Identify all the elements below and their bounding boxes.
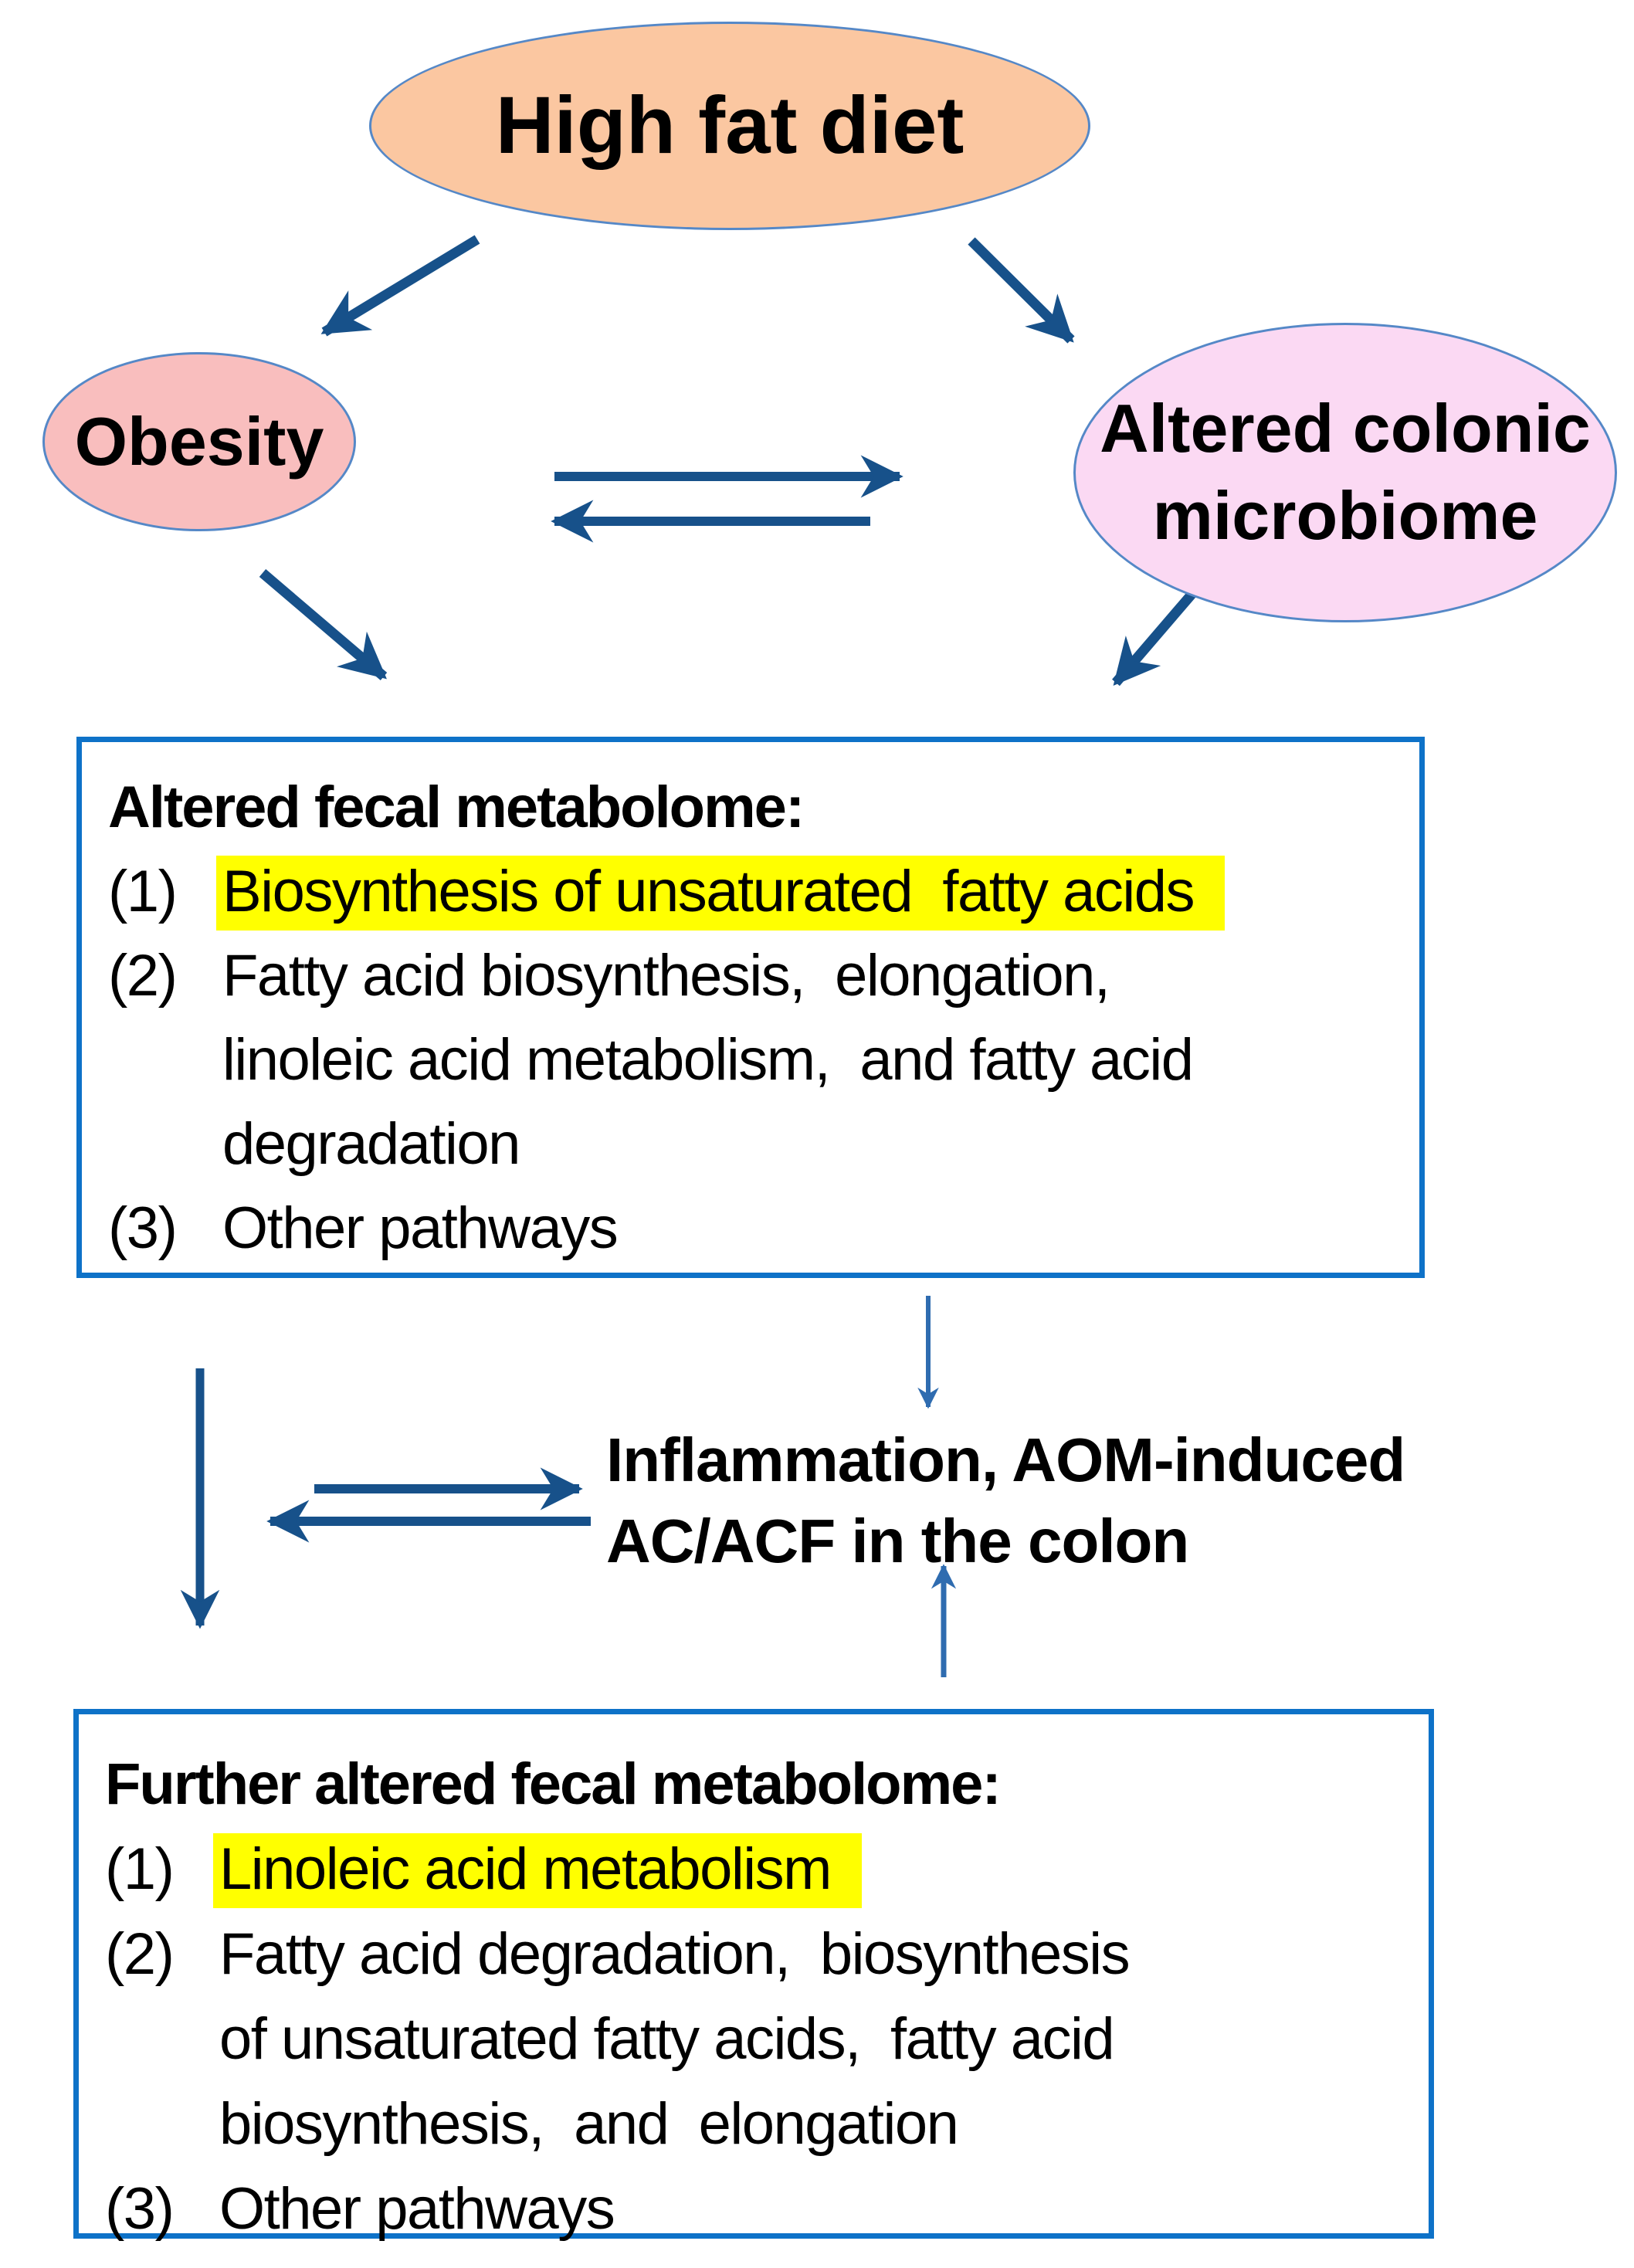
list-item-continuation: linoleic acid metabolism, and fatty acid: [108, 1018, 1405, 1102]
item-number: (2): [105, 1921, 175, 1987]
node-obesity-label: Obesity: [74, 403, 324, 480]
item-text: Fatty acid biosynthesis, elongation,: [222, 943, 1110, 1009]
node-obesity: Obesity: [42, 352, 356, 531]
item-number: (2): [108, 943, 178, 1009]
item-number: (1): [108, 859, 178, 924]
list-item: (2) Fatty acid degradation, biosynthesis: [105, 1912, 1415, 1997]
item-text: degradation: [222, 1111, 520, 1177]
item-number: (3): [108, 1195, 178, 1261]
item-text: linoleic acid metabolism, and fatty acid: [222, 1027, 1194, 1093]
arrow-obesity-to-metabolome-box: [259, 569, 388, 680]
arrow-highfat-to-microbiome: [968, 237, 1075, 344]
list-item-continuation: degradation: [108, 1102, 1405, 1186]
node-high-fat-diet: High fat diet: [369, 22, 1090, 230]
item-text: Other pathways: [219, 2176, 615, 2242]
inflammation-line2: AC/ACF in the colon: [606, 1507, 1189, 1575]
item-number: (1): [105, 1836, 175, 1902]
item-text: biosynthesis, and elongation: [219, 2091, 959, 2157]
microbiome-label-line1: Altered colonic: [1100, 390, 1591, 467]
inflammation-line1: Inflammation, AOM-induced: [606, 1426, 1405, 1494]
node-altered-colonic-microbiome: Altered colonic microbiome: [1073, 323, 1617, 622]
item-number: (3): [105, 2176, 175, 2242]
list-item-continuation: of unsaturated fatty acids, fatty acid: [105, 1997, 1415, 2082]
box-altered-fecal-metabolome: Altered fecal metabolome: (1) Biosynthesi…: [76, 737, 1425, 1278]
arrow-highfat-to-obesity: [320, 235, 480, 337]
list-item: (2) Fatty acid biosynthesis, elongation,: [108, 934, 1405, 1018]
item-text: Other pathways: [222, 1195, 619, 1261]
arrow-microbiome-to-metabolome-box: [1112, 575, 1209, 687]
microbiome-label-line2: microbiome: [1152, 477, 1538, 554]
node-microbiome-label: Altered colonic microbiome: [1100, 385, 1591, 559]
highlighted-pathway: Biosynthesis of unsaturated fatty acids: [216, 856, 1226, 931]
highlighted-pathway: Linoleic acid metabolism: [213, 1833, 862, 1908]
item-text: Fatty acid degradation, biosynthesis: [219, 1921, 1131, 1987]
inflammation-label: Inflammation, AOM-induced AC/ACF in the …: [606, 1419, 1405, 1581]
list-item: (1) Linoleic acid metabolism: [105, 1827, 1415, 1912]
list-item-continuation: biosynthesis, and elongation: [105, 2082, 1415, 2167]
box-further-altered-fecal-metabolome: Further altered fecal metabolome: (1) Lin…: [73, 1709, 1434, 2242]
list-item: (1) Biosynthesis of unsaturated fatty aci…: [108, 849, 1405, 934]
list-item: (3) Other pathways: [105, 2167, 1415, 2252]
node-high-fat-diet-label: High fat diet: [495, 80, 964, 171]
box-altered-title: Altered fecal metabolome:: [108, 775, 805, 840]
list-item: (3) Other pathways: [108, 1186, 1405, 1270]
item-text: of unsaturated fatty acids, fatty acid: [219, 2006, 1115, 2072]
box-further-title: Further altered fecal metabolome:: [105, 1751, 1002, 1817]
